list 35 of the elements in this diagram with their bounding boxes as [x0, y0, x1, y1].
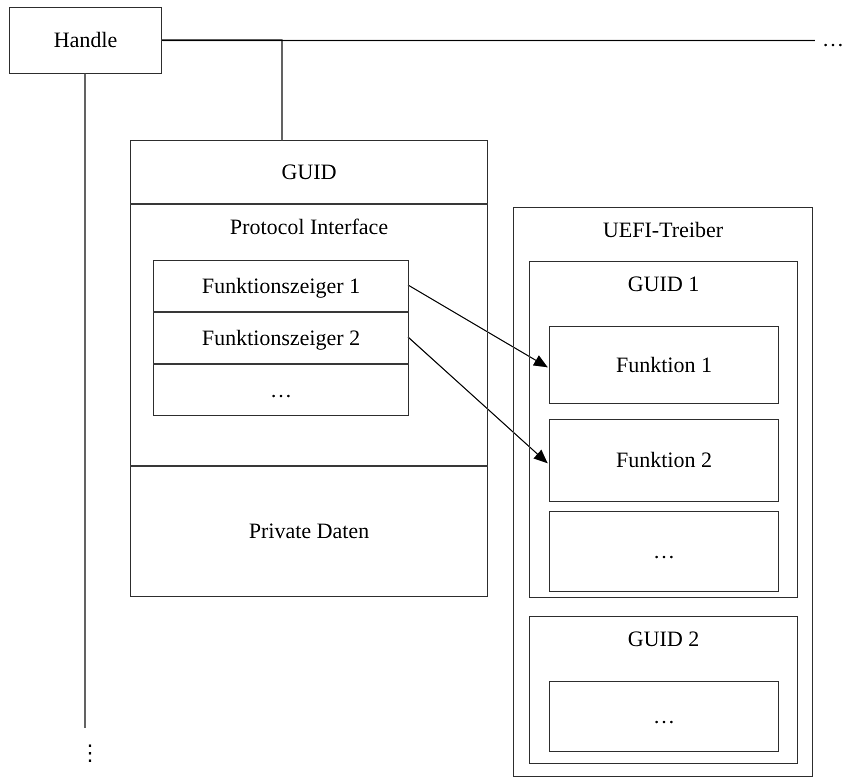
container-box: [513, 207, 813, 777]
box: [549, 326, 779, 404]
container-box: [529, 616, 798, 764]
box-heading: Protocol Interface: [230, 215, 388, 240]
box-label: GUID: [282, 160, 336, 184]
continuation-dots: …: [822, 28, 844, 50]
box-label: Funktionszeiger 2: [202, 326, 360, 350]
box: [549, 511, 779, 592]
box-label: Funktion 1: [616, 352, 712, 378]
container-box: [130, 204, 488, 466]
box-label: Funktionszeiger 1: [202, 274, 360, 298]
box-heading: GUID 2: [628, 627, 700, 652]
box-label: …: [270, 378, 292, 402]
box: [153, 260, 409, 312]
box: [549, 419, 779, 502]
box: [130, 466, 488, 597]
arrow: [408, 284, 548, 368]
box-label: …: [653, 539, 675, 564]
box: [9, 7, 162, 74]
box-label: Handle: [54, 28, 118, 53]
box: [130, 140, 488, 204]
container-box: [529, 261, 798, 598]
box-label: …: [653, 704, 675, 729]
arrow: [408, 336, 548, 464]
connector-line: [162, 39, 283, 140]
box: [549, 681, 779, 752]
box: [153, 364, 409, 416]
box-heading: GUID 1: [628, 272, 700, 296]
box-heading: UEFI-Treiber: [602, 218, 724, 242]
box-label: Funktion 2: [616, 448, 712, 473]
continuation-dots: ⋮: [79, 742, 101, 764]
connector-line: [84, 74, 86, 728]
box-label: Private Daten: [248, 519, 370, 544]
connector-line: [162, 40, 815, 42]
box: [153, 312, 409, 364]
